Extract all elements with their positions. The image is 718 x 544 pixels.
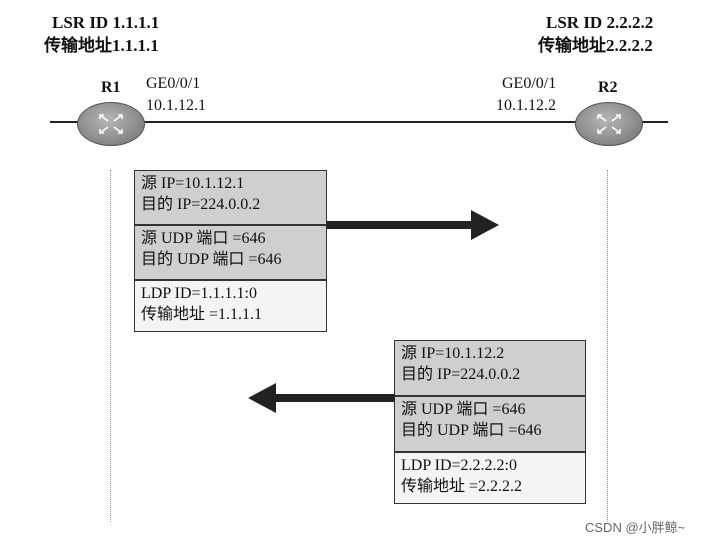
arrow-right-icon: [327, 210, 499, 240]
link-line: [50, 121, 668, 123]
ip-source: 源 IP=10.1.12.1: [141, 175, 245, 192]
ip-header: 源 IP=10.1.12.2 目的 IP=224.0.0.2: [395, 341, 585, 397]
router-icon: [99, 114, 123, 134]
router-r1[interactable]: [77, 102, 145, 146]
udp-header: 源 UDP 端口 =646 目的 UDP 端口 =646: [395, 397, 585, 453]
r1-transport-address: 传输地址1.1.1.1: [44, 36, 159, 55]
udp-header: 源 UDP 端口 =646 目的 UDP 端口 =646: [135, 226, 326, 281]
r1-name: R1: [101, 79, 121, 96]
r1-timeline: [110, 170, 111, 522]
ldp-id: LDP ID=2.2.2.2:0: [401, 457, 517, 474]
r1-interface: GE0/0/1: [146, 75, 201, 92]
ip-header: 源 IP=10.1.12.1 目的 IP=224.0.0.2: [135, 171, 326, 226]
r2-ip: 10.1.12.2: [496, 97, 556, 114]
router-icon: [597, 114, 621, 134]
udp-source-port: 源 UDP 端口 =646: [141, 230, 266, 247]
r2-interface: GE0/0/1: [502, 75, 557, 92]
packet-r1-hello: 源 IP=10.1.12.1 目的 IP=224.0.0.2 源 UDP 端口 …: [134, 170, 327, 332]
r1-lsr-id: LSR ID 1.1.1.1: [52, 13, 160, 32]
r2-lsr-id: LSR ID 2.2.2.2: [546, 13, 654, 32]
packet-r2-hello: 源 IP=10.1.12.2 目的 IP=224.0.0.2 源 UDP 端口 …: [394, 340, 586, 504]
transport-address: 传输地址 =1.1.1.1: [141, 306, 263, 323]
ldp-payload: LDP ID=1.1.1.1:0 传输地址 =1.1.1.1: [135, 281, 326, 331]
r2-name: R2: [598, 79, 618, 96]
ldp-id: LDP ID=1.1.1.1:0: [141, 285, 257, 302]
ip-source: 源 IP=10.1.12.2: [401, 345, 505, 362]
arrow-left-icon: [248, 383, 395, 413]
r2-transport-address: 传输地址2.2.2.2: [538, 36, 653, 55]
r2-timeline: [607, 170, 608, 522]
ip-destination: 目的 IP=224.0.0.2: [141, 196, 261, 213]
router-r2[interactable]: [575, 102, 643, 146]
udp-source-port: 源 UDP 端口 =646: [401, 401, 526, 418]
udp-destination-port: 目的 UDP 端口 =646: [401, 422, 542, 439]
ldp-payload: LDP ID=2.2.2.2:0 传输地址 =2.2.2.2: [395, 453, 585, 503]
ip-destination: 目的 IP=224.0.0.2: [401, 366, 521, 383]
transport-address: 传输地址 =2.2.2.2: [401, 478, 523, 495]
udp-destination-port: 目的 UDP 端口 =646: [141, 251, 282, 268]
watermark: CSDN @小胖鲸~: [585, 520, 686, 535]
r1-ip: 10.1.12.1: [146, 97, 206, 114]
